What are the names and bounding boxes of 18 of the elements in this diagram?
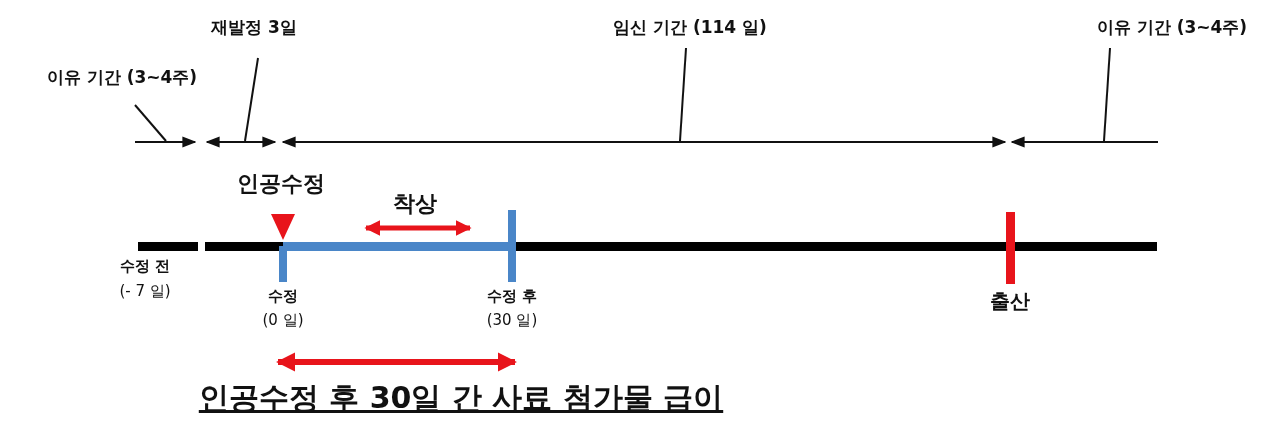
period-label: 임신 기간 (114 일): [613, 18, 767, 37]
timeline-label: 수정 전: [119, 258, 171, 275]
event-label: 인공수정: [237, 172, 325, 197]
leader-line: [244, 57, 259, 142]
leader-line: [679, 47, 687, 142]
timeline-label: (30 일): [486, 312, 538, 329]
leader-line: [1103, 47, 1111, 142]
period-label: 재발정 3일: [211, 18, 297, 37]
timeline-label: 수정: [268, 288, 298, 305]
leader-line: [134, 104, 167, 142]
period-label: 이유 기간 (3~4주): [46, 68, 198, 87]
timeline-label: (0 일): [262, 312, 304, 329]
event-label: 착상: [393, 192, 437, 217]
caption-text: 인공수정 후 30일 간 사료 첨가물 급이: [198, 381, 724, 414]
timeline-label: (- 7 일): [119, 283, 171, 300]
timeline-label: 수정 후: [486, 288, 538, 305]
event-label: 출산: [990, 290, 1030, 312]
period-label: 이유 기간 (3~4주): [1096, 18, 1248, 37]
